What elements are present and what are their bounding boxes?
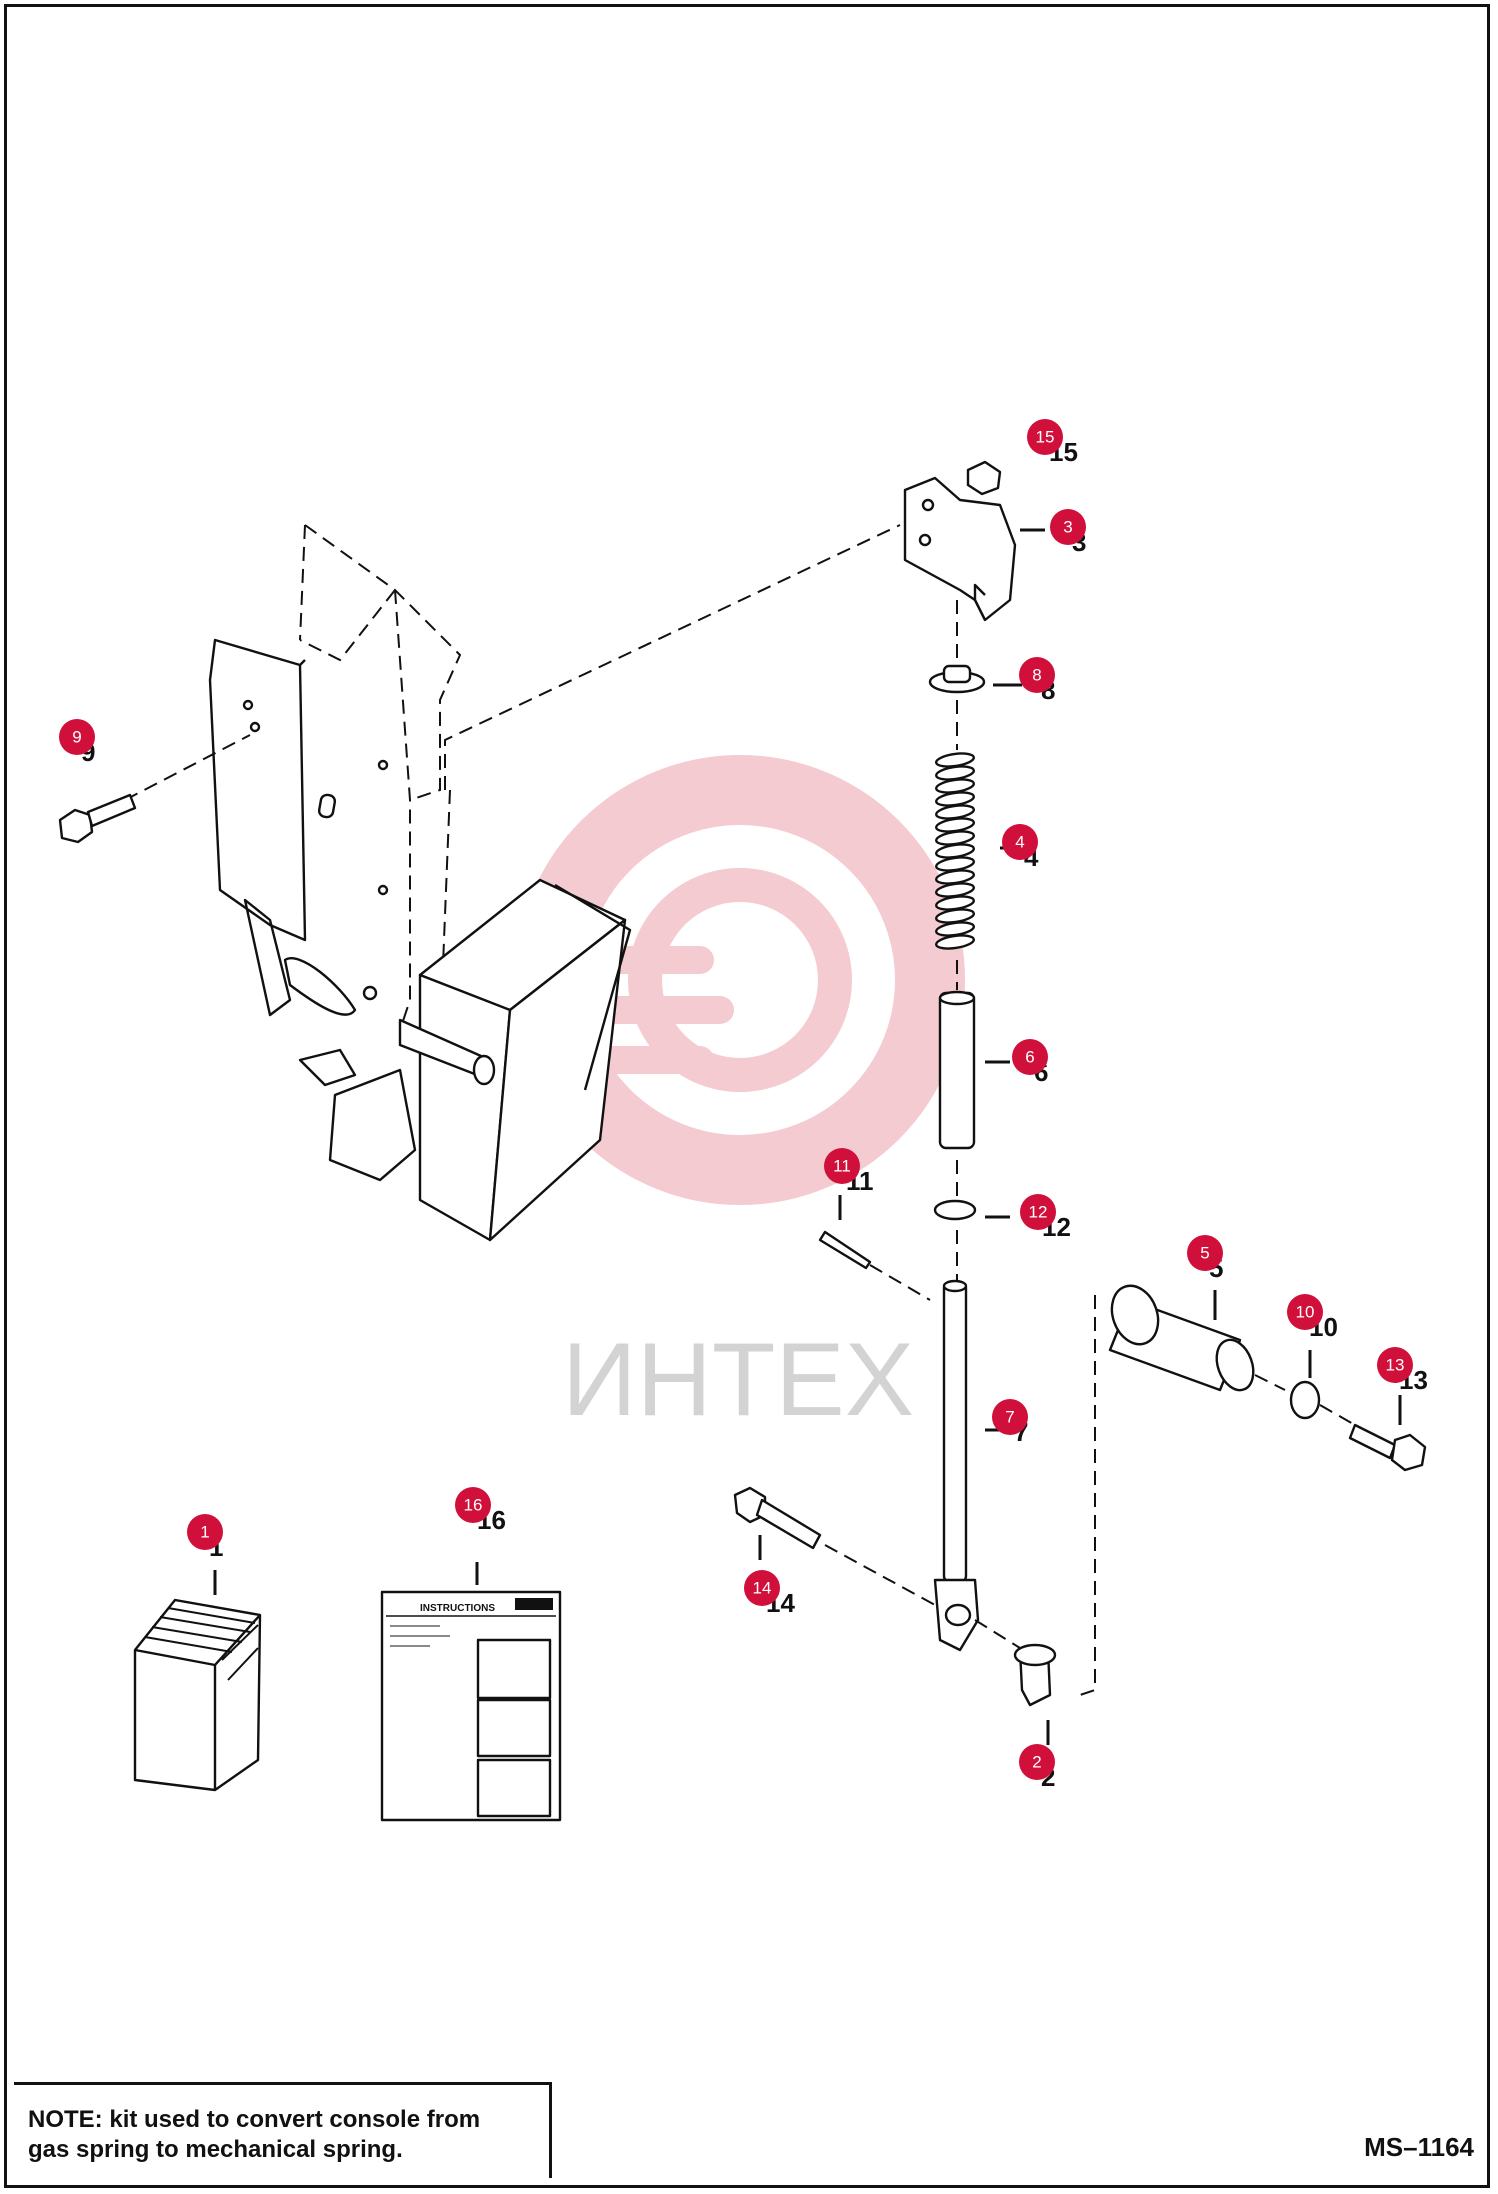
callout-7: 77 <box>992 1399 1028 1447</box>
bolt-14 <box>733 1486 936 1606</box>
callout-3: 33 <box>1050 509 1086 557</box>
cotter-pin-11 <box>818 1230 931 1301</box>
instructions-header: INSTRUCTIONS <box>420 1603 495 1614</box>
callout-7-number: 7 <box>1005 1408 1014 1427</box>
callout-8: 88 <box>1019 657 1055 705</box>
callout-16-badge <box>455 1487 491 1523</box>
callout-9-badge <box>59 719 95 755</box>
callout-15-number: 15 <box>1036 428 1055 447</box>
callout-8-badge <box>1019 657 1055 693</box>
callout-11-badge <box>824 1148 860 1184</box>
callout-12-number: 12 <box>1029 1203 1048 1222</box>
callout-7-badge <box>992 1399 1028 1435</box>
callout-13-number: 13 <box>1386 1356 1405 1375</box>
dashed-path-washer <box>1254 1374 1286 1391</box>
dashed-path-bushing <box>1079 1295 1096 1696</box>
callout-5: 55 <box>1187 1235 1223 1283</box>
flange-washer-8 <box>928 664 986 694</box>
callout-6: 66 <box>1012 1039 1048 1087</box>
callout-12-badge <box>1020 1194 1056 1230</box>
bolt-13 <box>1348 1423 1427 1472</box>
callout-3-badge <box>1050 509 1086 545</box>
note-line-2: gas spring to mechanical spring. <box>28 2136 403 2163</box>
callout-13-badge <box>1377 1347 1413 1383</box>
callout-15-badge <box>1027 419 1063 455</box>
callout-9-number: 9 <box>72 728 81 747</box>
callout-10-number: 10 <box>1296 1303 1315 1322</box>
spring-coil <box>934 934 976 950</box>
note-line-1: kit used to convert console from <box>102 2106 481 2133</box>
callout-14-number: 14 <box>753 1579 772 1598</box>
callout-6-badge <box>1012 1039 1048 1075</box>
callout-14-badge <box>744 1570 780 1606</box>
bushing-5 <box>1108 1284 1255 1392</box>
callout-2: 22 <box>1019 1744 1055 1792</box>
callout-5-badge <box>1187 1235 1223 1271</box>
callout-2-badge <box>1019 1744 1055 1780</box>
diagram-code: MS–1164 <box>1364 2132 1474 2162</box>
part-16-instructions: INSTRUCTIONS <box>380 1590 562 1822</box>
callout-6-number: 6 <box>1025 1048 1034 1067</box>
bushing-2 <box>974 1619 1057 1707</box>
callout-3-number: 3 <box>1063 518 1072 537</box>
callout-1: 11 <box>187 1514 223 1562</box>
spring-4 <box>934 752 976 950</box>
callout-4-number: 4 <box>1015 833 1024 852</box>
watermark-text: ИНТЕХ <box>562 1322 914 1438</box>
diagram-frame <box>4 4 1490 2188</box>
callout-1-badge <box>187 1514 223 1550</box>
callout-4: 44 <box>1002 824 1039 872</box>
rod-7 <box>933 1279 980 1652</box>
washer-12 <box>933 1199 977 1221</box>
callout-11-number: 11 <box>833 1157 851 1176</box>
console-frame-part <box>208 524 462 1182</box>
nut-15 <box>966 460 1002 496</box>
rubber-block-part <box>398 878 632 1242</box>
callout-4-badge <box>1002 824 1038 860</box>
sleeve-6 <box>938 990 976 1150</box>
callout-10-badge <box>1287 1294 1323 1330</box>
bolt-9 <box>58 734 251 844</box>
part-1-block <box>133 1598 262 1792</box>
callout-1-number: 1 <box>200 1523 209 1542</box>
lock-washer-10 <box>1289 1380 1321 1420</box>
note-label: NOTE: <box>28 2106 103 2133</box>
note-box: NOTE: kit used to convert console from g… <box>14 2082 552 2178</box>
callout-layer: 1122334455667788991010111112121313141415… <box>59 419 1428 1792</box>
callout-5-number: 5 <box>1200 1244 1209 1263</box>
callout-16-number: 16 <box>464 1496 483 1515</box>
callout-8-number: 8 <box>1032 666 1041 685</box>
bracket-3 <box>903 476 1017 622</box>
callout-2-number: 2 <box>1032 1753 1041 1772</box>
callout-9: 99 <box>59 719 95 767</box>
